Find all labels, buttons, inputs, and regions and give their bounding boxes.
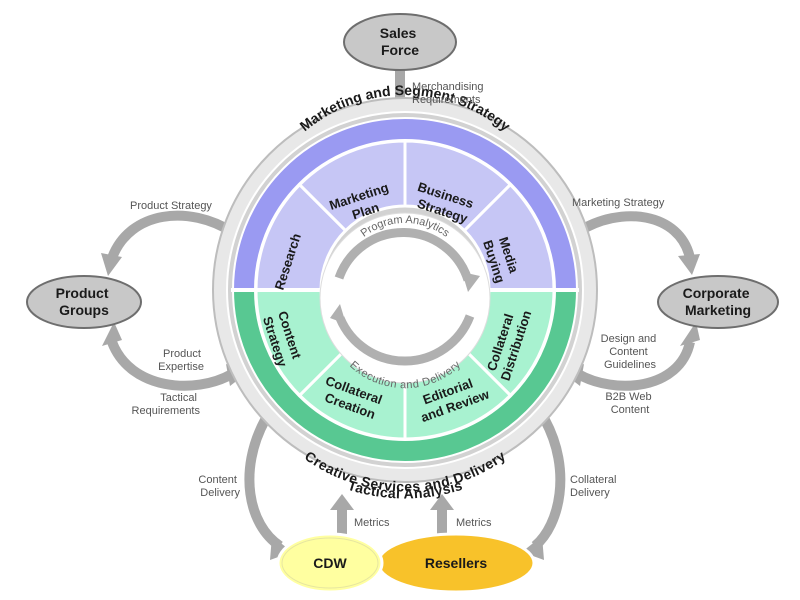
corporate-marketing-shape [657, 275, 779, 329]
arrow-product-expertise-head [102, 322, 122, 346]
node-product-groups[interactable]: Product Groups [26, 275, 142, 329]
resellers-label: Resellers [425, 555, 487, 571]
node-corporate-marketing[interactable]: Corporate Marketing [657, 275, 779, 329]
sales-force-label: Sales Force [380, 25, 420, 58]
arrow-design-guidelines [575, 340, 695, 391]
arrow-design-guidelines-head [680, 322, 700, 346]
inner-hub [319, 212, 491, 384]
arrow-product-strategy [107, 210, 235, 260]
edge-label-merchandising: Merchandising Requirements [412, 81, 487, 106]
inner-arrowhead-bottom [330, 304, 346, 324]
edge-label-tactical-requirements: Tactical Requirements [132, 392, 201, 417]
arrow-content-delivery [244, 417, 283, 551]
edge-label-content-delivery: Content Delivery [198, 474, 240, 499]
arrow-metrics-left-head [330, 494, 354, 510]
corporate-marketing-label: Corporate Marketing [683, 285, 754, 318]
product-groups-shape [26, 275, 142, 329]
inner-arrow-bottom [335, 314, 475, 366]
node-cdw[interactable]: CDW [276, 532, 384, 594]
edge-label-product-expertise: Product Expertise [158, 348, 204, 373]
node-resellers[interactable]: Resellers [376, 532, 536, 594]
arrow-product-expertise [107, 339, 235, 391]
edge-label-collateral-delivery: Collateral Delivery [570, 474, 620, 499]
edge-label-metrics-right: Metrics [456, 517, 492, 529]
edge-labels: Merchandising Requirements Product Strat… [130, 81, 665, 529]
sales-force-shape [343, 13, 457, 71]
inner-arrowhead-top [462, 272, 480, 292]
product-groups-label: Product Groups [56, 285, 113, 318]
edge-label-metrics-left: Metrics [354, 517, 390, 529]
inner-hub-circle [319, 212, 491, 384]
edge-label-product-strategy: Product Strategy [130, 200, 212, 212]
arrow-marketing-strategy [575, 211, 695, 260]
arrow-marketing-strategy-head [678, 254, 700, 275]
arrow-metrics-right-head [430, 494, 454, 510]
edge-label-marketing-strategy: Marketing Strategy [572, 197, 665, 209]
segment-label-editorial-review: Editorial and Review [413, 371, 492, 425]
cdw-shape [276, 532, 384, 594]
node-sales-force[interactable]: Sales Force [343, 13, 457, 71]
edge-label-design-guidelines: Design and Content Guidelines [601, 333, 660, 371]
edge-label-b2b-web: B2B Web Content [605, 391, 654, 416]
inner-arrow-top [334, 228, 473, 282]
cdw-inner-outline [281, 537, 379, 589]
arrow-product-strategy-head [101, 253, 122, 276]
arrow-collateral-delivery [531, 417, 566, 550]
cdw-label: CDW [313, 555, 347, 571]
